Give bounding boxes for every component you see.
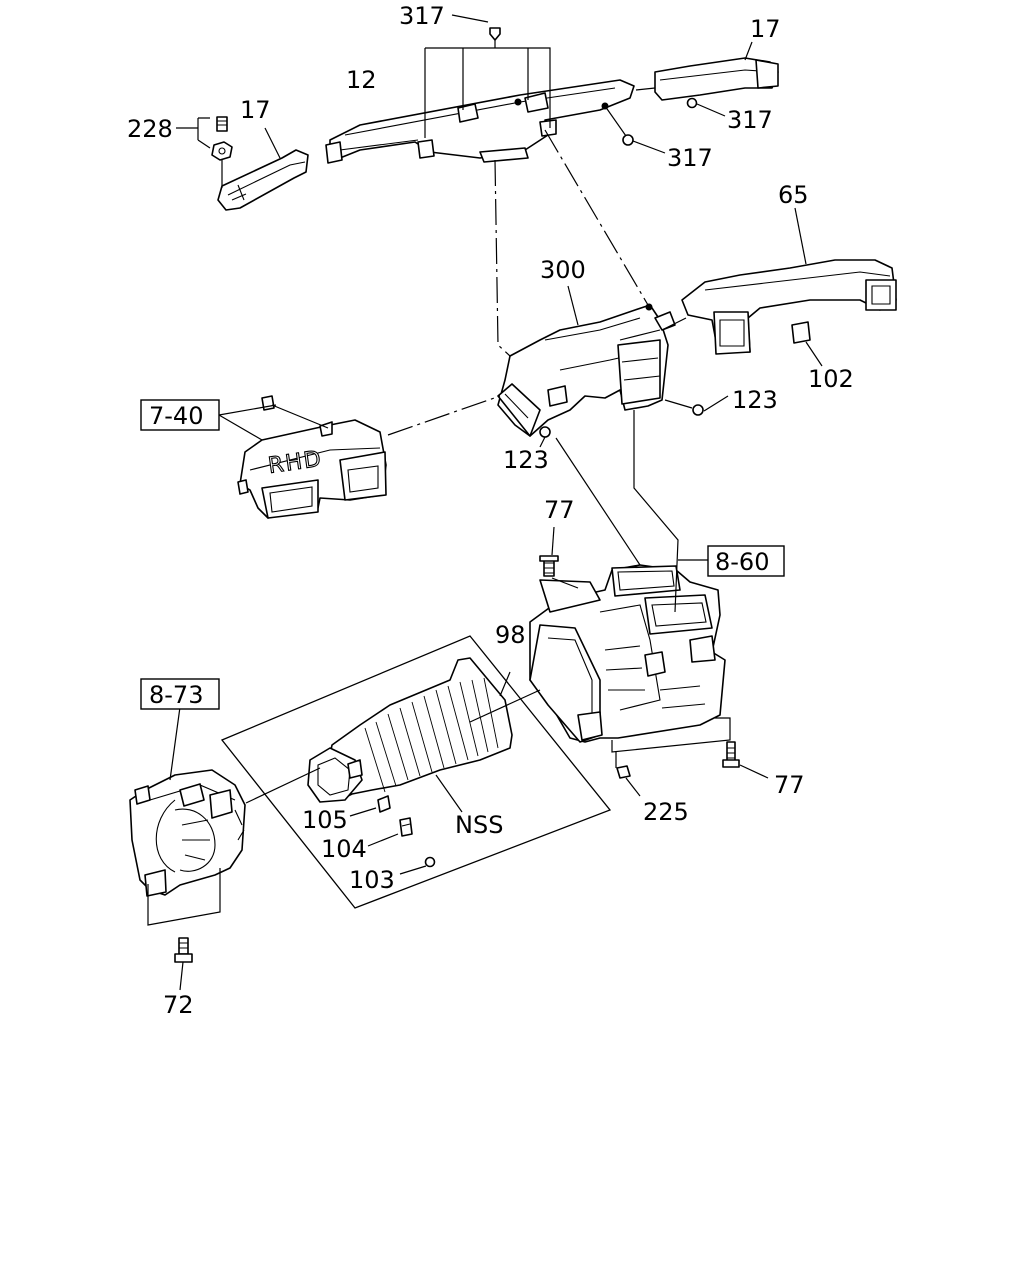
label-300: 300 [540, 256, 586, 284]
clips-123 [539, 395, 729, 448]
label-98: 98 [495, 621, 526, 649]
seal-102 [791, 321, 823, 367]
bolt-72 [147, 868, 221, 991]
side-duct-17-right [635, 41, 779, 101]
label-104: 104 [321, 835, 367, 863]
callout-labels: 317 17 317 317 12 17 228 65 300 102 123 … [127, 2, 854, 1019]
small-parts [349, 795, 436, 875]
label-123-right: 123 [732, 386, 778, 414]
ref-7-40-text: 7-40 [149, 402, 203, 430]
label-225: 225 [643, 798, 689, 826]
label-317-right-a: 317 [727, 106, 773, 134]
label-72: 72 [163, 991, 194, 1019]
blower-unit [129, 706, 321, 897]
side-duct-17-left [217, 127, 309, 211]
center-duct-300 [497, 285, 676, 437]
label-317-top: 317 [399, 2, 445, 30]
label-228: 228 [127, 115, 173, 143]
label-17-left: 17 [240, 96, 271, 124]
label-nss: NSS [455, 811, 503, 839]
ref-8-60-text: 8-60 [715, 548, 769, 576]
bolt-77-bottom [611, 717, 769, 779]
label-77-top: 77 [544, 496, 575, 524]
clip-317-top [451, 14, 501, 48]
nss-frame [220, 635, 612, 909]
label-12: 12 [346, 66, 377, 94]
heater-leaders [555, 410, 708, 613]
bolt-77-top [539, 526, 579, 589]
clip-317-right [604, 97, 726, 154]
dash-dot-centerlines [387, 129, 649, 436]
assembly-bracket-lines [424, 47, 551, 138]
label-317-right-b: 317 [667, 144, 713, 172]
label-65: 65 [778, 181, 809, 209]
rear-duct-65 [661, 207, 897, 355]
rhd-duct: RHD [237, 395, 387, 519]
label-77-bottom: 77 [774, 771, 805, 799]
label-103: 103 [349, 866, 395, 894]
reference-8-73[interactable]: 8-73 [140, 678, 220, 710]
clip-225 [615, 752, 641, 797]
label-105: 105 [302, 806, 348, 834]
reference-7-40[interactable]: 7-40 [140, 399, 277, 441]
label-123-bottom: 123 [503, 446, 549, 474]
bolt-nut-228 [176, 116, 233, 188]
bellows-duct-98 [307, 657, 541, 813]
label-17-right: 17 [750, 15, 781, 43]
label-102: 102 [808, 365, 854, 393]
ref-8-73-text: 8-73 [149, 681, 203, 709]
heater-unit [529, 564, 726, 743]
defroster-duct-12 [325, 79, 635, 164]
reference-8-60[interactable]: 8-60 [707, 545, 785, 577]
